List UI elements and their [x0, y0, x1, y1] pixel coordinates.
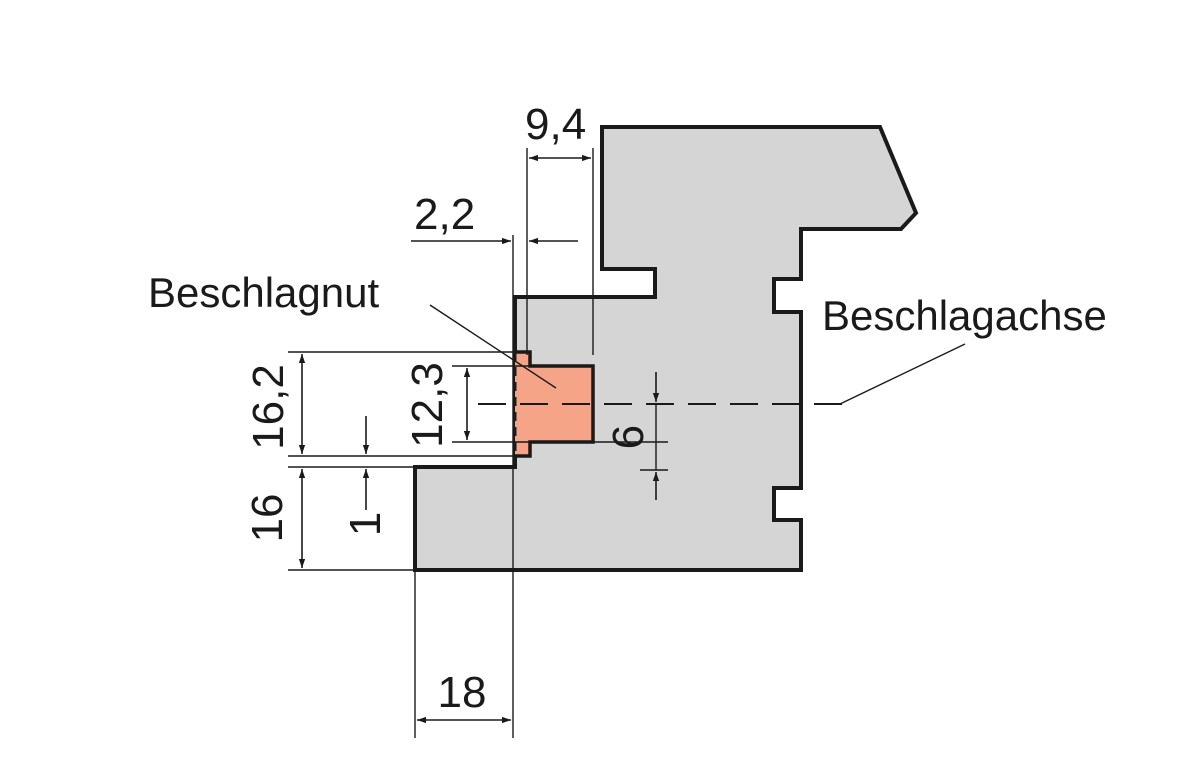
- dim-label-12-3: 12,3: [403, 362, 452, 448]
- fitting-axis-label: Beschlagachse: [822, 292, 1107, 339]
- dim-label-9-4: 9,4: [525, 100, 586, 149]
- dim-label-16: 16: [243, 494, 292, 543]
- dim-label-1: 1: [341, 512, 390, 536]
- hardware-groove: [515, 350, 595, 458]
- groove-label-leader: [429, 304, 557, 389]
- dim-label-2-2: 2,2: [414, 190, 475, 239]
- dim-label-16-2: 16,2: [244, 364, 293, 450]
- dim-label-18: 18: [438, 668, 487, 717]
- dim-label-9: 9: [603, 425, 652, 449]
- profile-body: [413, 125, 919, 572]
- axis-label-leader: [839, 343, 966, 405]
- groove-label: Beschlagnut: [148, 269, 379, 316]
